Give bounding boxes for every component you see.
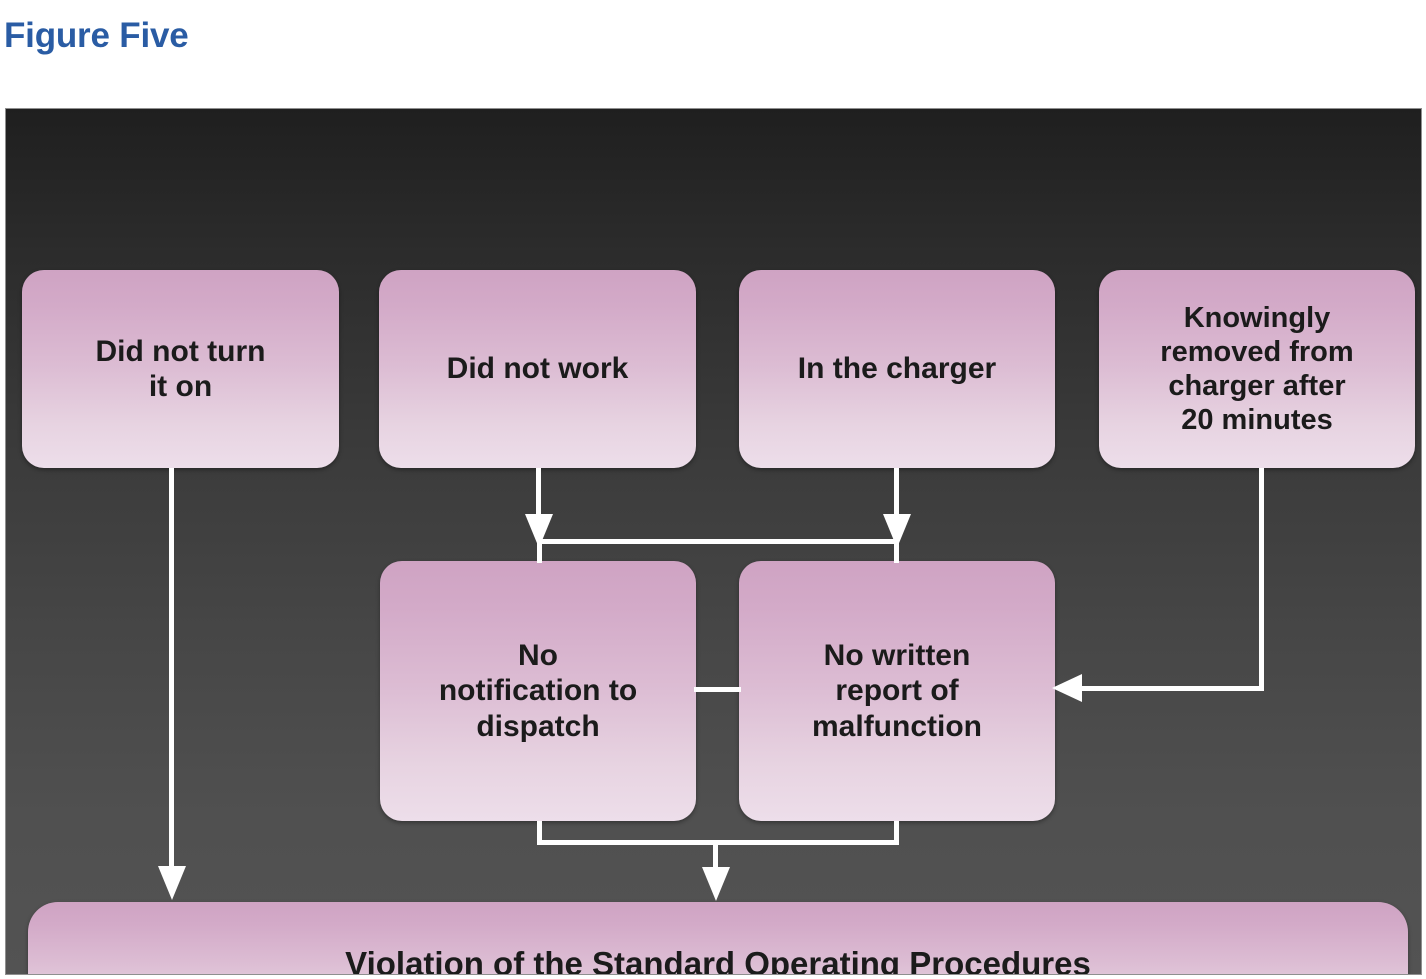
node-label: Violation of the Standard Operating Proc… [345, 944, 1091, 975]
connector-in-the-charger-down [894, 468, 899, 520]
arrowhead-left-icon [1052, 674, 1082, 702]
connector-upper-junction-bar [537, 539, 899, 544]
node-label: No notification to dispatch [438, 638, 638, 743]
flowchart-panel: Did not turn it on Did not work In the c… [5, 108, 1422, 975]
node-label: Did not work [446, 352, 629, 386]
page-title: Figure Five [4, 16, 189, 55]
node-label: No written report of malfunction [812, 638, 982, 743]
node-label: In the charger [797, 352, 997, 386]
connector-did-not-work-down [536, 468, 541, 520]
node-did-not-work[interactable]: Did not work [379, 270, 696, 468]
connector-lower-junction-to-violation [713, 840, 718, 873]
connector-knowingly-removed-left [1081, 686, 1264, 691]
node-label: Did not turn it on [95, 334, 266, 403]
arrowhead-down-icon [158, 866, 186, 900]
connector-upper-junction-right-stub [894, 539, 899, 563]
connector-lower-junction-left-stub [537, 821, 542, 845]
node-violation-of-sop[interactable]: Violation of the Standard Operating Proc… [28, 902, 1408, 975]
node-did-not-turn-on[interactable]: Did not turn it on [22, 270, 339, 468]
connector-lower-junction-bar [537, 840, 899, 845]
connector-knowingly-removed-down [1259, 468, 1264, 691]
node-in-the-charger[interactable]: In the charger [739, 270, 1055, 468]
node-no-notification-to-dispatch[interactable]: No notification to dispatch [380, 561, 696, 821]
node-no-written-report-of-malfunction[interactable]: No written report of malfunction [739, 561, 1055, 821]
connector-did-not-turn-on-to-violation [169, 468, 174, 868]
node-knowingly-removed-from-charger[interactable]: Knowingly removed from charger after 20 … [1099, 270, 1415, 468]
connector-lower-junction-right-stub [894, 821, 899, 845]
connector-upper-junction-left-stub [537, 539, 542, 563]
arrowhead-down-icon [702, 867, 730, 901]
node-label: Knowingly removed from charger after 20 … [1160, 301, 1354, 437]
connector-between-middle-boxes [694, 687, 741, 692]
